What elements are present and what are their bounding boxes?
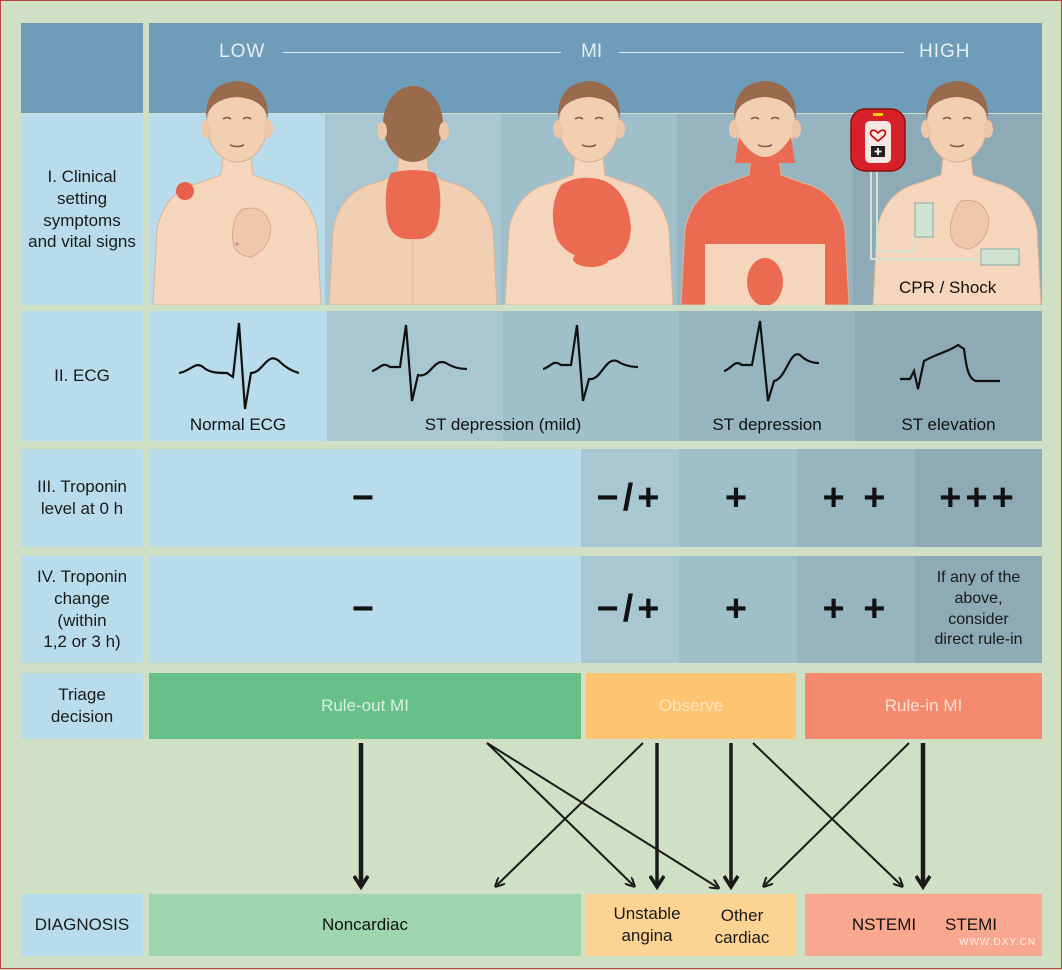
troponin-change-positive: +: [679, 556, 797, 663]
header-mi: MI: [581, 41, 603, 62]
ecg-mild-label: ST depression (mild): [424, 415, 582, 434]
watermark: WWW.DXY.CN: [959, 937, 1037, 948]
person-normal-figure: [152, 81, 322, 305]
header-high: HIGH: [919, 41, 971, 62]
troponin-change-negative: −: [149, 556, 581, 663]
header-line-right: [619, 52, 904, 53]
ecg-mild-trace-1: [372, 324, 467, 402]
troponin-change-double-positive: + +: [797, 556, 915, 663]
row-label-troponin0: III. Troponin level at 0 h: [21, 449, 143, 547]
troponin-change-equivocal: −/+: [581, 556, 679, 663]
troponin0-triple-positive: +++: [915, 449, 1042, 547]
ecg-row: Normal ECG ST depression (mild) ST depre…: [149, 311, 1042, 441]
row-label-diagnosis: DIAGNOSIS: [21, 894, 143, 956]
diagnosis-unstable-angina: Unstable angina: [613, 904, 681, 945]
row-label-clinical: I. Clinical setting symptoms and vital s…: [21, 114, 143, 305]
diagnosis-nstemi: NSTEMI: [851, 915, 917, 934]
cpr-label: CPR / Shock: [899, 278, 997, 297]
troponin0-equivocal: −/+: [581, 449, 679, 547]
troponin0-double-positive: + +: [797, 449, 915, 547]
person-cpr-figure: [870, 81, 1042, 305]
ecg-depression-label: ST depression: [712, 415, 822, 434]
triage-rule-out: Rule-out MI: [149, 673, 581, 739]
header-corner: [21, 23, 143, 113]
ecg-normal-trace: [179, 322, 299, 410]
diagnosis-stemi: STEMI: [945, 915, 997, 934]
diagnosis-mi-box: [805, 894, 1042, 956]
troponin0-positive: +: [679, 449, 797, 547]
ecg-elevation-label: ST elevation: [901, 415, 996, 434]
diagnosis-noncardiac: Noncardiac: [149, 894, 581, 956]
triage-rule-in: Rule-in MI: [805, 673, 1042, 739]
troponin-change-note: If any of the above, consider direct rul…: [915, 556, 1042, 663]
triage-observe: Observe: [586, 673, 796, 739]
header-low: LOW: [219, 41, 266, 62]
clinical-figures: [149, 81, 1042, 305]
person-back-figure: [328, 86, 498, 305]
ecg-elevation-trace: [900, 343, 1000, 390]
diagnosis-cardiac-box: [586, 894, 796, 956]
person-extensive-pain-figure: [680, 81, 850, 305]
row-label-troponin-change: IV. Troponin change (within 1,2 or 3 h): [21, 556, 143, 663]
diagnosis-other-cardiac: Other cardiac: [714, 906, 770, 947]
person-chest-pain-figure: [504, 81, 674, 305]
ecg-mild-trace-2: [543, 324, 638, 402]
troponin0-negative: −: [149, 449, 581, 547]
ecg-normal-label: Normal ECG: [189, 415, 287, 434]
ecg-depression-trace: [724, 320, 819, 402]
header-line-left: [283, 52, 561, 53]
row-label-triage: Triage decision: [21, 673, 143, 739]
defibrillator-icon: [850, 108, 906, 172]
row-label-ecg: II. ECG: [21, 311, 143, 441]
